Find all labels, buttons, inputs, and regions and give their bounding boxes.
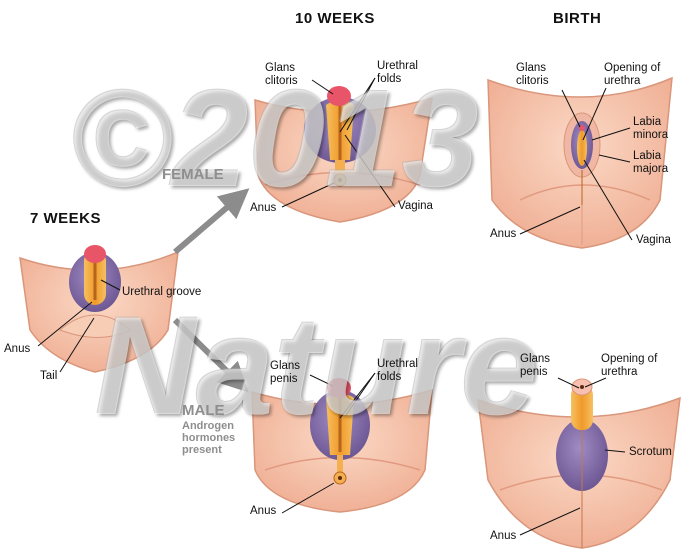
label-birth-male-opening-urethra: Opening of urethra	[601, 353, 658, 378]
label-scrotum: Scrotum	[629, 446, 672, 458]
seven-weeks-tail-fold	[59, 314, 131, 338]
male-birth-figure	[477, 377, 681, 549]
arrow-to-female	[173, 188, 250, 255]
label-male10-glans-penis: Glans penis	[270, 360, 301, 385]
label-seven-weeks-anus: Anus	[4, 343, 31, 355]
label-female10-vagina: Vagina	[398, 200, 433, 212]
label-female: FEMALE	[162, 166, 224, 183]
header-seven-weeks: 7 WEEKS	[30, 210, 102, 227]
arrow-to-male	[172, 317, 249, 393]
label-androgen: Androgen hormones present	[182, 420, 236, 456]
header-birth: BIRTH	[553, 10, 602, 27]
female-birth-figure	[487, 76, 673, 249]
label-female10-glans-clitoris: Glans clitoris	[265, 62, 298, 87]
label-birth-glans-clitoris: Glans clitoris	[516, 62, 549, 87]
label-male10-urethral-folds: Urethral folds	[377, 358, 418, 383]
label-urethral-groove: Urethral groove	[122, 286, 202, 298]
male-ten-weeks-figure	[251, 372, 433, 514]
label-male-birth-anus: Anus	[490, 530, 517, 542]
label-male: MALE	[182, 402, 225, 419]
label-tail: Tail	[40, 370, 58, 382]
header-ten-weeks: 10 WEEKS	[295, 10, 375, 27]
label-labia-majora: Labia majora	[633, 150, 669, 175]
seven-weeks-figure	[19, 245, 179, 373]
label-female10-urethral-folds: Urethral folds	[377, 60, 418, 85]
label-female10-anus: Anus	[250, 202, 277, 214]
label-labia-minora: Labia minora	[633, 116, 669, 141]
label-birth-vagina: Vagina	[636, 234, 671, 246]
label-birth-glans-penis: Glans penis	[520, 353, 551, 378]
label-birth-opening-urethra: Opening of urethra	[604, 62, 661, 87]
seven-weeks-tip	[84, 245, 106, 263]
label-birth-anus: Anus	[490, 228, 517, 240]
label-male10-anus: Anus	[250, 505, 277, 517]
female-ten-weeks-figure	[254, 77, 433, 223]
